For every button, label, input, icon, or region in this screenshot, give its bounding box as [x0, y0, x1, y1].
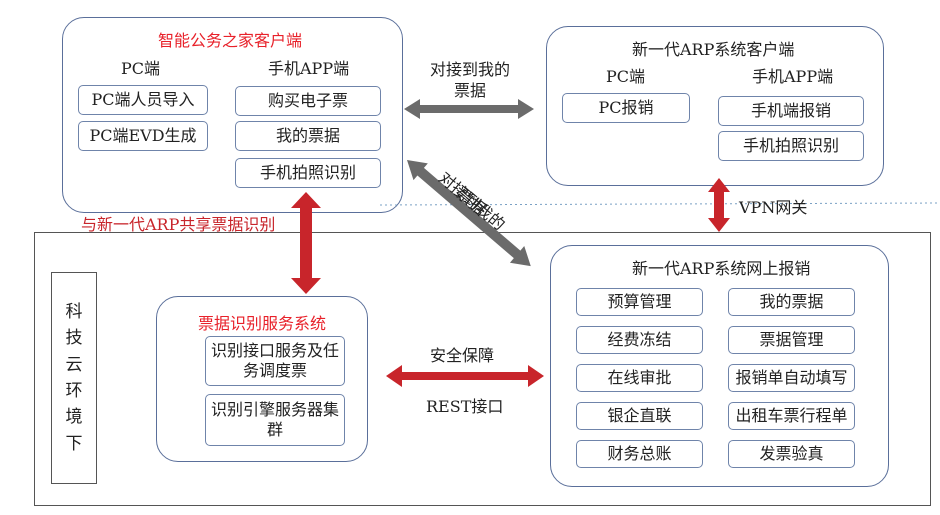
vpn-arrow: [708, 178, 730, 232]
vertical-char: 技: [65, 328, 83, 349]
vpn-label: VPN网关: [739, 198, 808, 217]
online-left-item: 财务总账: [576, 440, 703, 468]
tl-app-item: 手机拍照识别: [235, 158, 381, 188]
share-recognition-arrow: [291, 192, 321, 294]
vertical-char: 境: [65, 407, 83, 428]
security-label: 安全保障: [430, 346, 495, 365]
tl-pc-item: PC端EVD生成: [78, 121, 208, 151]
cloud-environment-frame: [34, 232, 931, 506]
online-right-item: 我的票据: [728, 288, 855, 316]
vertical-char: 环: [65, 381, 83, 401]
tr-pc-header: PC端: [606, 67, 646, 86]
online-reimbursement-title: 新一代ARP系统网上报销: [632, 259, 811, 278]
tl-app-item: 我的票据: [235, 121, 381, 151]
top-link-label: 对接到我的票据: [429, 60, 510, 100]
recog-item: 识别引擎服务器集群: [205, 394, 345, 446]
smart-office-client-title: 智能公务之家客户端: [158, 31, 303, 50]
online-left-item: 在线审批: [576, 364, 703, 392]
vpn-boundary-line: [379, 202, 940, 206]
tr-pc-item: PC报销: [562, 93, 690, 123]
arp-client-title: 新一代ARP系统客户端: [632, 40, 795, 59]
tl-app-header: 手机APP端: [268, 59, 350, 78]
online-right-item: 报销单自动填写: [728, 364, 855, 392]
ticket-recognition-title: 票据识别服务系统: [198, 314, 327, 333]
tl-app-item: 购买电子票: [235, 86, 381, 116]
top-link-arrow: [404, 99, 534, 119]
outer-share-label: 与新一代ARP共享票据识别: [81, 215, 276, 234]
tr-app-header: 手机APP端: [752, 67, 834, 86]
online-right-item: 票据管理: [728, 326, 855, 354]
online-left-item: 经费冻结: [576, 326, 703, 354]
rest-label: REST接口: [426, 397, 504, 416]
tl-pc-item: PC端人员导入: [78, 85, 208, 115]
online-right-item: 出租车票行程单: [728, 402, 855, 430]
rest-arrow: [386, 365, 544, 387]
online-left-item: 银企直联: [576, 402, 703, 430]
tl-pc-header: PC端: [121, 59, 161, 78]
tr-app-item: 手机端报销: [718, 96, 864, 126]
online-right-item: 发票验真: [728, 440, 855, 468]
vertical-char: 云: [65, 354, 83, 375]
vertical-char: 科: [65, 301, 83, 322]
online-left-item: 预算管理: [576, 288, 703, 316]
recog-item: 识别接口服务及任务调度票: [205, 336, 345, 386]
cloud-environment-label: 科 技 云 环 境 下: [51, 272, 97, 484]
vertical-char: 下: [65, 433, 83, 454]
tr-app-item: 手机拍照识别: [718, 131, 864, 161]
diag-link-arrow: [407, 160, 531, 267]
